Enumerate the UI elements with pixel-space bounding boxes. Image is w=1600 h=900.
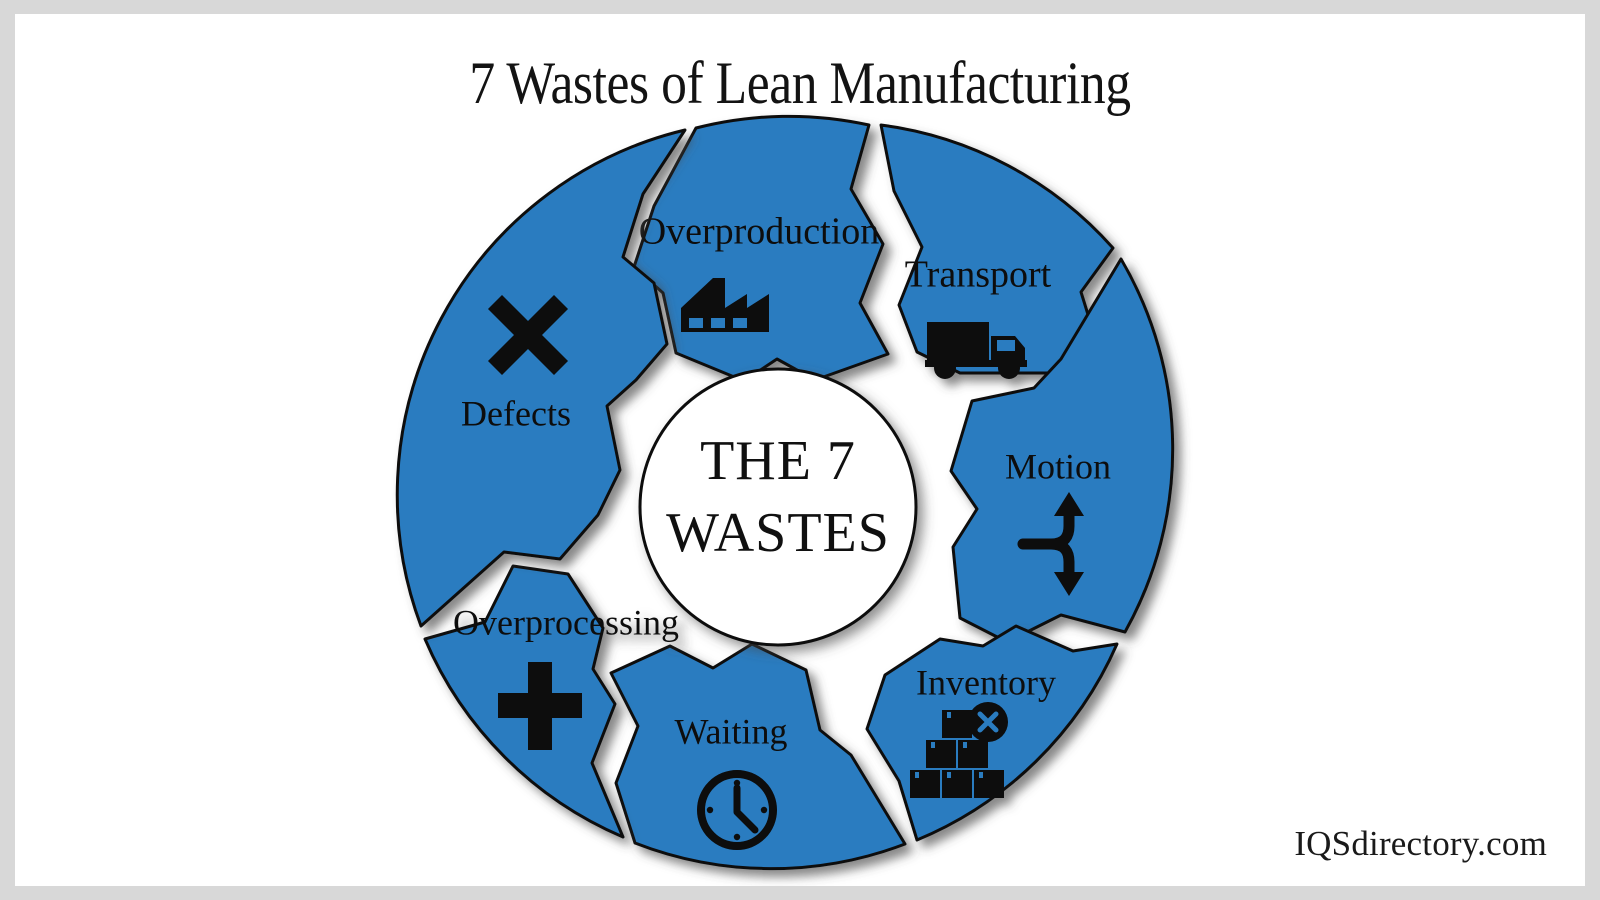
seven-wastes-donut-chart: Overproduction Transport xyxy=(395,114,1175,871)
truck-icon xyxy=(925,322,1027,379)
segment-inventory-label: Inventory xyxy=(916,662,1056,702)
segment-overprocessing-label: Overprocessing xyxy=(453,602,679,642)
segment-motion-shape[interactable] xyxy=(949,257,1175,644)
hub-line-2: WASTES xyxy=(666,502,890,564)
segment-inventory[interactable]: Inventory xyxy=(865,624,1119,842)
clock-icon xyxy=(697,770,777,850)
segment-motion[interactable]: Motion xyxy=(949,257,1175,644)
segment-transport-label: Transport xyxy=(905,254,1052,296)
segment-defects-label: Defects xyxy=(461,393,571,433)
plus-icon xyxy=(498,662,582,750)
watermark: IQSdirectory.com xyxy=(1294,824,1547,863)
segment-defects[interactable]: Defects xyxy=(395,128,687,628)
factory-icon xyxy=(681,278,769,332)
segment-overproduction-label: Overproduction xyxy=(639,211,880,253)
cross-x-icon xyxy=(488,295,568,375)
stacked-boxes-icon xyxy=(910,702,1008,798)
branching-arrows-icon xyxy=(1017,492,1084,596)
segment-waiting-label: Waiting xyxy=(674,711,787,751)
page-title: 7 Wastes of Lean Manufacturing xyxy=(469,50,1131,116)
hub-line-1: THE 7 xyxy=(700,430,856,492)
hub-circle xyxy=(638,367,918,647)
segment-waiting-shape[interactable] xyxy=(609,642,907,871)
hub: THE 7 WASTES xyxy=(638,367,918,647)
segment-transport[interactable]: Transport xyxy=(879,123,1115,379)
segment-overprocessing[interactable]: Overprocessing xyxy=(423,564,679,839)
segment-motion-label: Motion xyxy=(1005,446,1111,486)
segment-waiting[interactable]: Waiting xyxy=(609,642,907,871)
infographic-frame: 7 Wastes of Lean Manufacturing Overprodu… xyxy=(15,14,1585,886)
segment-overproduction[interactable]: Overproduction xyxy=(632,114,890,383)
segment-defects-shape[interactable] xyxy=(395,128,687,628)
